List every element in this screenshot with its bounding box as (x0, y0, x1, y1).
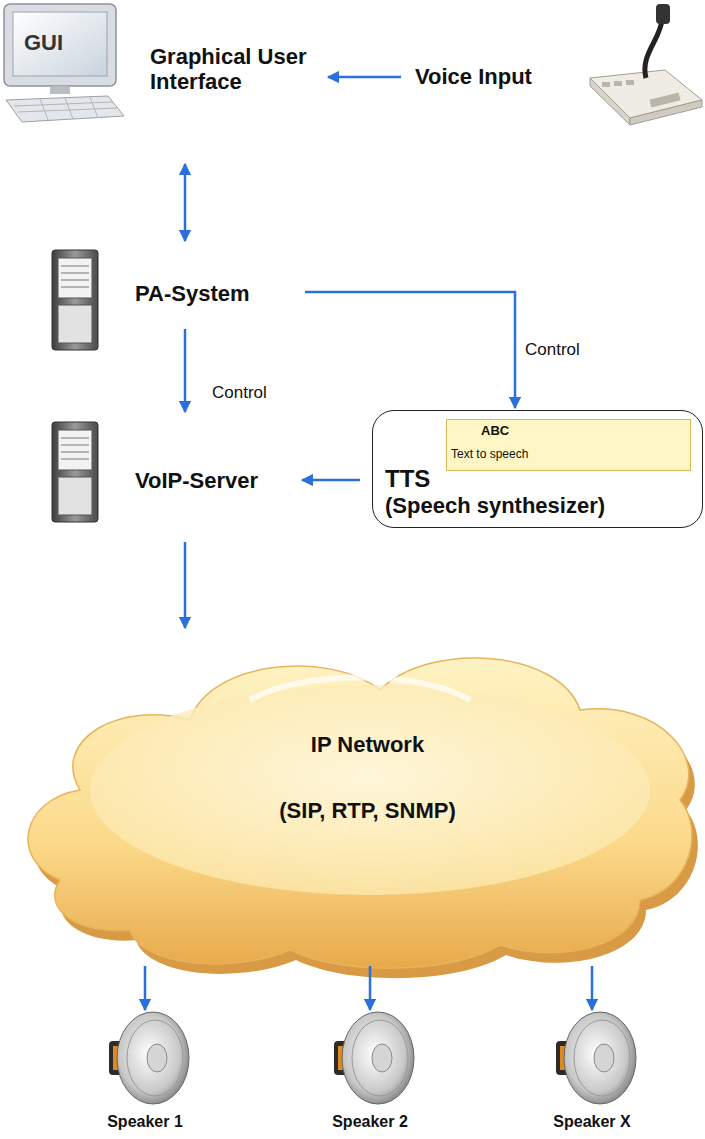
ip-network-cloud: IP Network (SIP, RTP, SNMP) (30, 650, 705, 968)
node-text: Graphical User Interface (150, 44, 320, 95)
edge-label: Control (210, 383, 269, 403)
speaker-icon (556, 1012, 636, 1104)
arrow-connector (184, 329, 187, 412)
server-icon (52, 250, 98, 350)
arrow-connector (302, 479, 360, 482)
node-text: (Speech synthesizer) (385, 493, 695, 518)
speaker-icons (109, 1012, 636, 1104)
voice-input: Voice Input (405, 10, 705, 128)
node-text: ABC (481, 424, 531, 439)
arrow-connector (369, 966, 372, 1010)
gui-monitor: GUI Graphical User Interface (0, 0, 320, 128)
speaker-icon (334, 1012, 414, 1104)
node-text: VoIP-Server (135, 468, 295, 493)
node-text: TTS (385, 465, 445, 493)
node-text: Text to speech (451, 448, 571, 462)
node-text: Voice Input (415, 64, 575, 89)
node-text: GUI (24, 30, 94, 55)
node-text: IP Network (30, 732, 705, 757)
speaker: Speaker 1 (80, 1008, 210, 1136)
edge-label: Control (523, 340, 582, 360)
arrow-connector (184, 164, 187, 241)
monitor-icon (4, 4, 124, 122)
speaker-icon (109, 1012, 189, 1104)
pa-system-server: PA-System (45, 245, 285, 327)
voip-server: VoIP-Server (45, 420, 300, 526)
node-text: PA-System (135, 281, 280, 306)
server-icon (52, 422, 98, 522)
node-text: (SIP, RTP, SNMP) (30, 798, 705, 823)
microphone-icon (590, 4, 702, 125)
tts-inner-box: ABC Text to speech (446, 419, 691, 471)
arrow-connector (144, 966, 147, 1010)
tts-box: TTS(Speech synthesizer) ABC Text to speech (372, 410, 703, 528)
arrow-connector (184, 542, 187, 628)
speaker: Speaker 2 (305, 1008, 435, 1136)
arrow-connector (328, 76, 401, 79)
speaker: Speaker X (527, 1008, 657, 1136)
arrow-connector (591, 966, 594, 1010)
node-text: Speaker 1 (80, 1113, 210, 1131)
node-text: Speaker 2 (305, 1113, 435, 1131)
arrow-connector (305, 292, 515, 408)
node-text: Speaker X (527, 1113, 657, 1131)
